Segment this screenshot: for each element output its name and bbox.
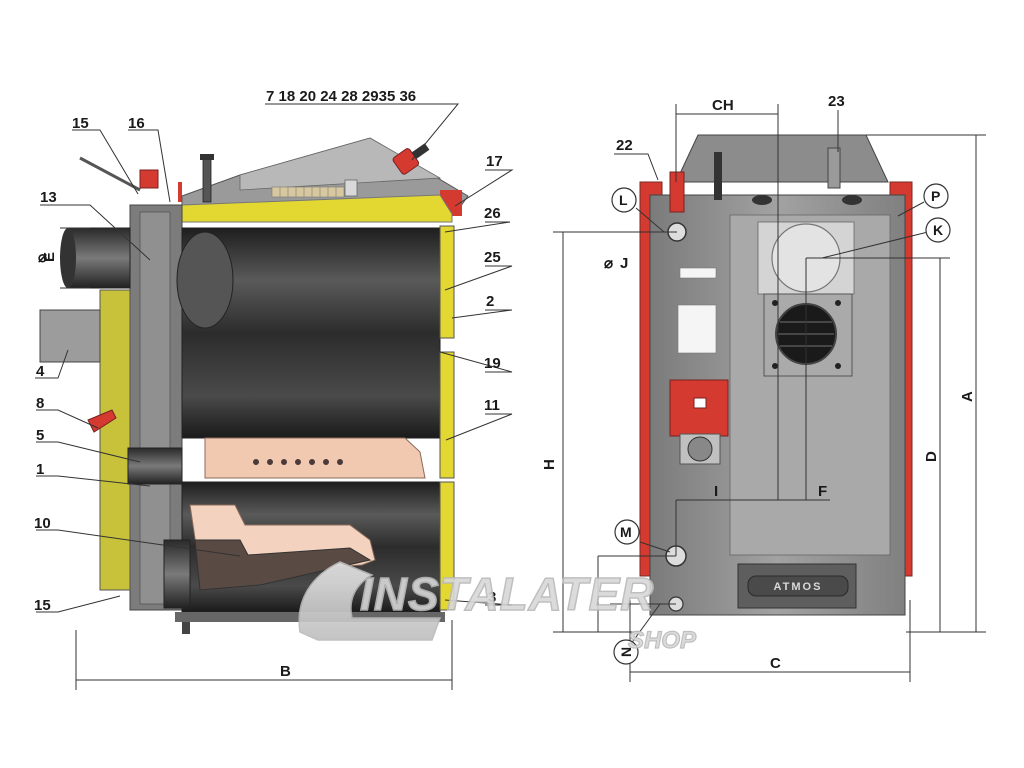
dimension-a-label: A bbox=[959, 391, 976, 402]
callout-5: 5 bbox=[36, 427, 44, 444]
callout-17: 17 bbox=[486, 153, 503, 170]
dimension-h-label: H bbox=[541, 459, 558, 470]
callout-11: 11 bbox=[484, 397, 500, 414]
firebrick-nozzle bbox=[204, 437, 426, 479]
callout-10: 10 bbox=[34, 515, 51, 532]
right-callout-labels: 22 23 L P K M N CH ⌀ J H A D I F C bbox=[541, 93, 976, 672]
left-callout-labels: 15 16 13 ⌀ E 4 8 5 1 10 15 7 18 20 24 28… bbox=[34, 88, 503, 680]
callout-15-bottom: 15 bbox=[34, 597, 51, 614]
callout-13: 13 bbox=[40, 189, 57, 206]
callout-m: M bbox=[620, 524, 632, 540]
callout-8: 8 bbox=[36, 395, 44, 412]
callout-22: 22 bbox=[616, 137, 633, 154]
callout-1: 1 bbox=[36, 461, 44, 478]
callout-top-group: 7 18 20 24 28 2935 36 bbox=[266, 88, 416, 105]
dimension-j-symbol: ⌀ bbox=[604, 255, 613, 272]
callout-circles bbox=[611, 183, 951, 665]
callout-19: 19 bbox=[484, 355, 501, 372]
right-rear-view: ATMOS bbox=[639, 134, 913, 616]
dimension-f-label: F bbox=[818, 483, 827, 500]
callout-l: L bbox=[619, 192, 628, 208]
callout-16: 16 bbox=[128, 115, 145, 132]
callout-25: 25 bbox=[484, 249, 501, 266]
flue-sensor-icon bbox=[392, 143, 430, 175]
callout-2: 2 bbox=[486, 293, 494, 310]
leader-lines bbox=[35, 103, 929, 649]
callout-p: P bbox=[931, 188, 940, 204]
watermark-line1: INSTALATER bbox=[360, 568, 655, 620]
dimension-j-label: J bbox=[620, 255, 628, 272]
dimension-i-label: I bbox=[714, 483, 718, 500]
callout-23: 23 bbox=[828, 93, 845, 110]
fan-motor-icon bbox=[687, 436, 713, 462]
dimension-d-label: D bbox=[923, 451, 940, 462]
dimension-ch-label: CH bbox=[712, 97, 734, 114]
watermark-line2: SHOP bbox=[628, 627, 697, 654]
dimension-e-label: E bbox=[41, 252, 58, 262]
callout-3: 3 bbox=[488, 589, 496, 606]
dimension-e-symbol: ⌀ bbox=[38, 249, 47, 266]
dimension-c-label: C bbox=[770, 655, 781, 672]
callout-4: 4 bbox=[36, 363, 45, 380]
callout-15-top: 15 bbox=[72, 115, 89, 132]
dimension-lines bbox=[60, 104, 986, 690]
callout-n: N bbox=[618, 647, 634, 657]
dimension-b-label: B bbox=[280, 663, 291, 680]
left-section-view bbox=[39, 137, 469, 634]
callout-26: 26 bbox=[484, 205, 501, 222]
callout-k: K bbox=[933, 222, 943, 238]
front-door-insulation bbox=[99, 289, 131, 591]
watermark-logo-icon bbox=[298, 561, 442, 641]
brand-plate-text: ATMOS bbox=[774, 581, 823, 593]
instalater-shop-watermark: INSTALATER SHOP bbox=[298, 561, 698, 655]
